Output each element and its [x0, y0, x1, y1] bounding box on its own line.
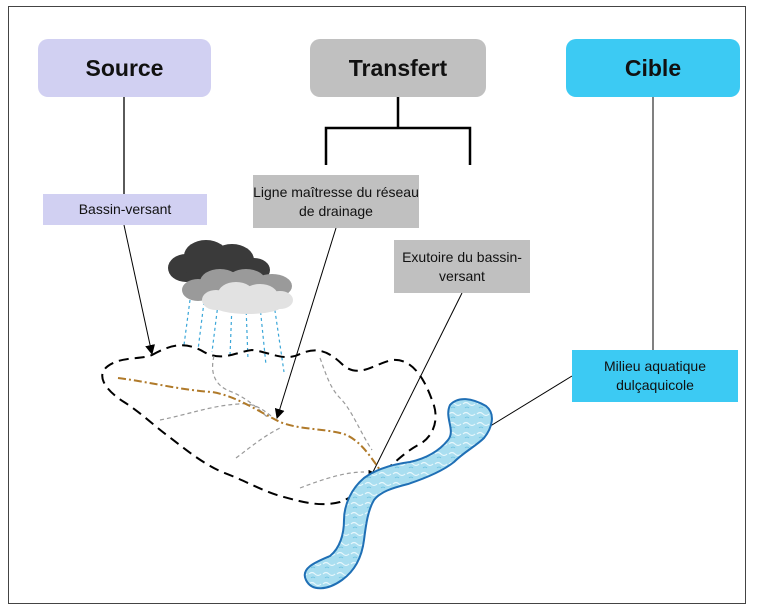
cible-header: Cible [566, 39, 740, 97]
transfert-header-label: Transfert [348, 54, 448, 81]
cible-header-label: Cible [624, 54, 682, 81]
arrow-bassin [123, 224, 155, 355]
river [303, 398, 493, 590]
arrow-ligne [274, 227, 337, 419]
arrow-exutoire [368, 292, 463, 481]
source-header: Source [38, 39, 211, 97]
milieu-aquatique-text: Milieu aquatique dulçaquicole [604, 358, 706, 393]
source-header-label: Source [85, 54, 164, 81]
transfert-header: Transfert [310, 39, 486, 97]
tributaries [159, 355, 373, 489]
ligne-maitresse-label: Ligne maîtresse du réseau de drainage [253, 175, 419, 228]
exutoire-text: Exutoire du bassin-versant [402, 248, 522, 284]
watershed-boundary [101, 344, 437, 506]
main-channel [117, 377, 381, 471]
bassin-versant-label: Bassin-versant [43, 194, 207, 225]
exutoire-label: Exutoire du bassin-versant [394, 240, 530, 293]
rain-cloud [168, 240, 293, 314]
diagram-frame [8, 6, 746, 604]
ligne-maitresse-text: Ligne maîtresse du réseau de drainage [253, 183, 419, 219]
transfert-bracket [324, 126, 472, 165]
milieu-aquatique-label: Milieu aquatique dulçaquicole [572, 350, 738, 402]
bassin-versant-text: Bassin-versant [78, 201, 172, 217]
